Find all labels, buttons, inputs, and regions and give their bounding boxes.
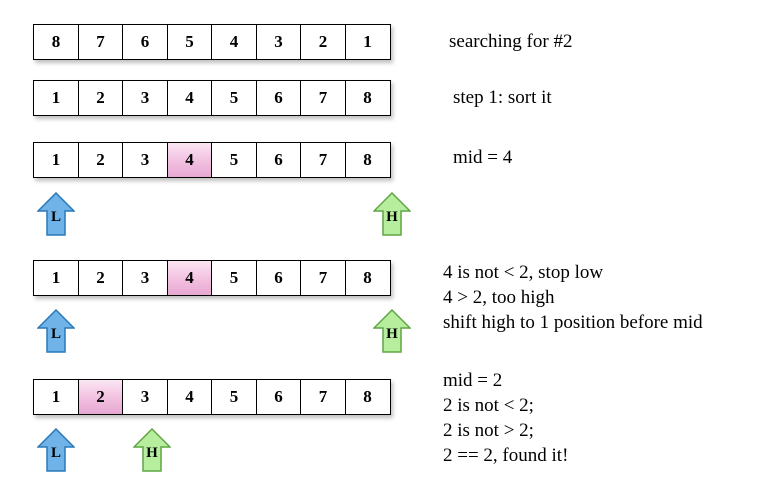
note-found-line-1: mid = 2 [443, 370, 503, 391]
array-cell: 3 [255, 24, 302, 60]
array-cell-mid: 2 [77, 379, 124, 415]
array-cell: 6 [255, 80, 302, 116]
array-cell: 4 [166, 379, 213, 415]
note-found-line-3: 2 is not > 2; [443, 420, 534, 441]
array-cell-mid: 4 [166, 142, 213, 178]
array-cell: 1 [33, 379, 79, 415]
array-cell-mid: 4 [166, 260, 213, 296]
high-pointer-label: H [386, 209, 398, 225]
array-cell: 1 [33, 142, 79, 178]
array-cell: 5 [211, 80, 257, 116]
array-cell: 8 [33, 24, 79, 60]
array-cell: 8 [344, 260, 391, 296]
array-cell: 8 [344, 142, 391, 178]
low-pointer-arrow-icon: L [37, 192, 75, 236]
array-cell: 5 [166, 24, 213, 60]
note-sort: step 1: sort it [453, 87, 552, 108]
array-cell: 3 [122, 80, 168, 116]
array-cell: 1 [33, 260, 79, 296]
high-pointer-arrow-icon: H [133, 428, 171, 472]
low-pointer-arrow-icon: L [37, 428, 75, 472]
array-row-sorted: 1 2 3 4 5 6 7 8 [33, 80, 391, 116]
array-cell: 7 [300, 260, 346, 296]
array-cell: 1 [344, 24, 391, 60]
low-pointer-label: L [50, 209, 61, 225]
note-found-line-2: 2 is not < 2; [443, 395, 534, 416]
array-cell: 5 [211, 379, 257, 415]
high-pointer-arrow-icon: H [373, 192, 411, 236]
array-row-too-high: 1 2 3 4 5 6 7 8 [33, 260, 391, 296]
note-searching: searching for #2 [449, 31, 573, 52]
note-compare-line-3: shift high to 1 position before mid [443, 312, 703, 333]
array-cell: 2 [300, 24, 346, 60]
high-pointer-label: H [146, 445, 158, 461]
array-cell: 6 [255, 379, 302, 415]
array-cell: 7 [77, 24, 124, 60]
high-pointer-arrow-icon: H [373, 309, 411, 353]
array-cell: 7 [300, 142, 346, 178]
array-cell: 2 [77, 80, 124, 116]
array-cell: 3 [122, 142, 168, 178]
array-cell: 6 [122, 24, 168, 60]
note-compare-line-1: 4 is not < 2, stop low [443, 262, 604, 283]
array-cell: 2 [77, 142, 124, 178]
array-cell: 6 [255, 142, 302, 178]
low-pointer-label: L [50, 326, 61, 342]
array-row-unsorted: 8 7 6 5 4 3 2 1 [33, 24, 391, 60]
array-row-found: 1 2 3 4 5 6 7 8 [33, 379, 391, 415]
low-pointer-label: L [50, 445, 61, 461]
array-cell: 5 [211, 260, 257, 296]
array-cell: 4 [166, 80, 213, 116]
array-cell: 3 [122, 260, 168, 296]
array-cell: 7 [300, 80, 346, 116]
array-cell: 8 [344, 379, 391, 415]
note-mid: mid = 4 [453, 147, 513, 168]
array-cell: 5 [211, 142, 257, 178]
array-row-mid: 1 2 3 4 5 6 7 8 [33, 142, 391, 178]
high-pointer-label: H [386, 326, 398, 342]
note-found-line-4: 2 == 2, found it! [443, 445, 569, 466]
array-cell: 8 [344, 80, 391, 116]
array-cell: 7 [300, 379, 346, 415]
note-compare-line-2: 4 > 2, too high [443, 287, 555, 308]
array-cell: 2 [77, 260, 124, 296]
array-cell: 1 [33, 80, 79, 116]
array-cell: 3 [122, 379, 168, 415]
array-cell: 4 [211, 24, 257, 60]
low-pointer-arrow-icon: L [37, 309, 75, 353]
array-cell: 6 [255, 260, 302, 296]
